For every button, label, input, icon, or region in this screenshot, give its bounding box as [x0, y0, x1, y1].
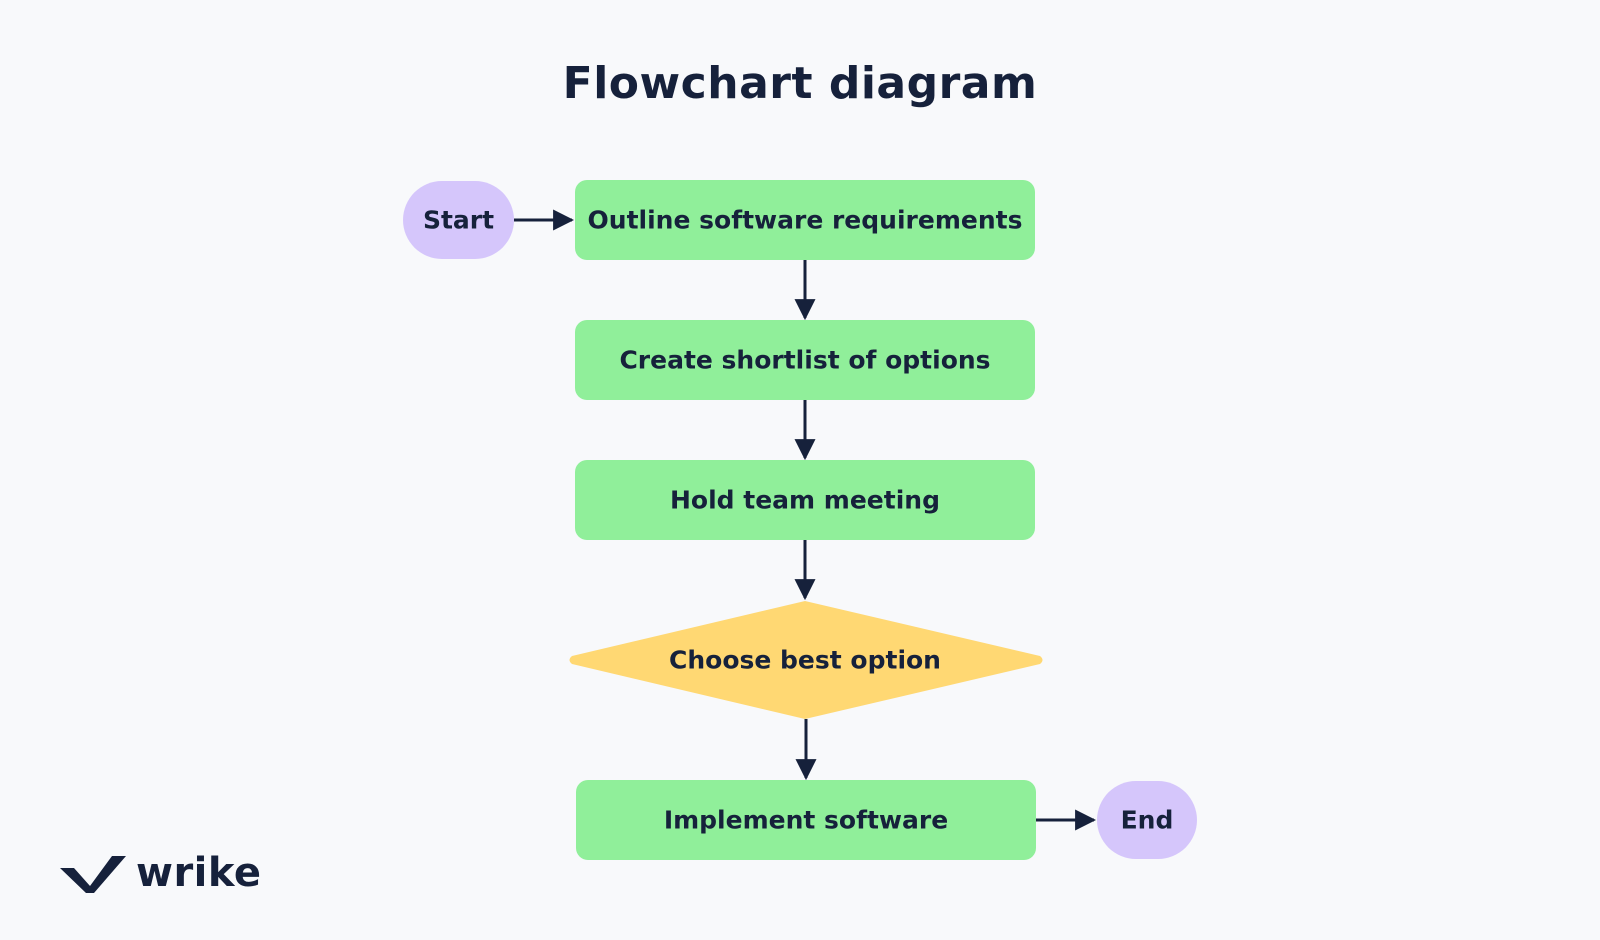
outline-requirements-label: Outline software requirements: [588, 206, 1023, 235]
start-node: Start: [403, 181, 514, 259]
create-shortlist-label: Create shortlist of options: [619, 346, 990, 375]
hold-meeting-label: Hold team meeting: [670, 486, 940, 515]
hold-meeting-node: Hold team meeting: [575, 460, 1035, 540]
implement-software-label: Implement software: [664, 806, 948, 835]
end-node: End: [1097, 781, 1197, 859]
diagram-title: Flowchart diagram: [562, 58, 1038, 109]
wrike-logo: wrike: [60, 852, 262, 894]
wrike-check-icon: [60, 856, 126, 893]
start-label: Start: [423, 206, 494, 235]
choose-option-label: Choose best option: [669, 646, 941, 675]
create-shortlist-node: Create shortlist of options: [575, 320, 1035, 400]
end-label: End: [1121, 806, 1174, 835]
implement-software-node: Implement software: [576, 780, 1036, 860]
choose-option-decision: Choose best option: [569, 601, 1043, 719]
logo-text: wrike: [136, 850, 262, 896]
outline-requirements-node: Outline software requirements: [575, 180, 1035, 260]
